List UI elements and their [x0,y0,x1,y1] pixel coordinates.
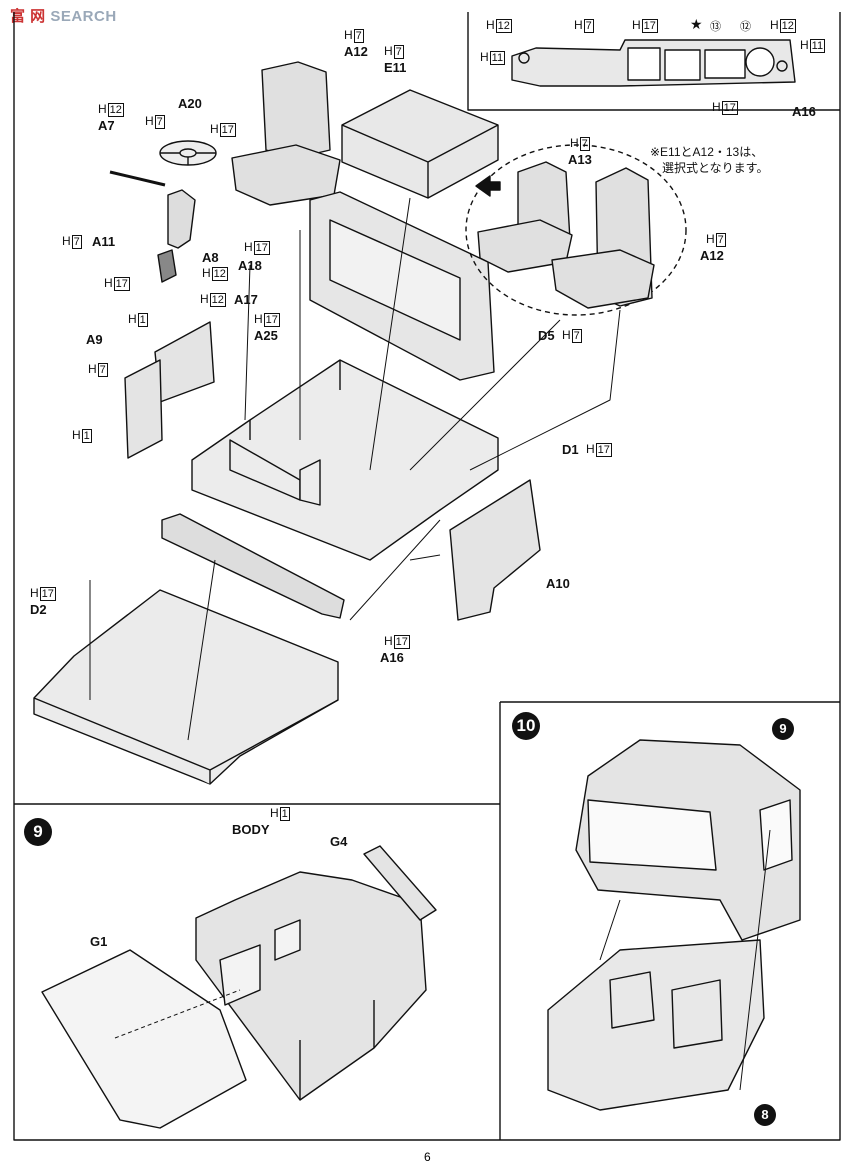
connector-lines [89,197,621,741]
part-g4 [363,845,437,921]
side-panel-a9-inner [124,359,163,459]
label-e11: E11 [384,60,407,75]
main-frame [13,12,841,1141]
label-a8: A8 [202,250,219,265]
label-d5: D5 [538,328,555,343]
seat-a12-alt [551,167,655,309]
cushion-e11 [341,89,499,199]
label-d2: D2 [30,602,47,617]
label-panel-12: ⑫ [740,21,751,33]
side-panel-a10 [449,479,541,621]
label-a16-inset: A16 [792,104,816,119]
label-g4: G4 [330,834,348,849]
label-body: BODY [232,822,270,837]
label-panel-13: ⑬ [710,21,721,33]
seat-a12-top [231,61,341,206]
column-base [157,249,177,283]
label-a20: A20 [178,96,202,111]
steering-column [167,189,196,249]
selection-note: ※E11とA12・13は、選択式となります。 [650,145,769,175]
label-a10: A10 [546,576,570,591]
bar-a16 [161,513,345,619]
step-9-ref-badge: 9 [772,718,794,740]
step-10-badge: 10 [512,712,540,740]
back-panel-d5 [309,191,495,381]
page-number: 6 [424,1150,431,1164]
label-a16: A16 [380,650,404,665]
floor-plate-d2 [33,589,339,785]
label-a25: A25 [254,328,278,343]
direction-arrow [475,175,501,197]
alt-seats-dashed-ring [465,144,687,316]
steering-wheel [159,140,217,166]
watermark: 富 网 SEARCH [10,5,117,26]
watermark-text: SEARCH [50,8,117,25]
star-icon: ★ [690,16,703,32]
label-a12-top: A12 [344,44,368,59]
label-a13: A13 [568,152,592,167]
label-a17: A17 [234,292,258,307]
cab-roof [575,739,801,941]
label-a12-alt: A12 [700,248,724,263]
label-a11: A11 [92,234,116,249]
cab-interior-assembly [547,939,765,1111]
label-a7: A7 [98,118,115,133]
cab-body [195,871,427,1101]
label-a18: A18 [238,258,262,273]
side-panel-a9 [154,321,215,403]
label-a9: A9 [86,332,103,347]
label-d1: D1 [562,442,579,457]
label-g1: G1 [90,934,108,949]
watermark-logo: 富 网 [10,8,46,25]
seat-a13-alt [477,161,573,273]
floor-tub-d1 [191,359,499,561]
step-9-badge: 9 [24,818,52,846]
step-8-ref-badge: 8 [754,1104,776,1126]
part-g1 [41,949,247,1129]
dashboard-inset [511,39,796,87]
inset-frame [467,12,840,111]
